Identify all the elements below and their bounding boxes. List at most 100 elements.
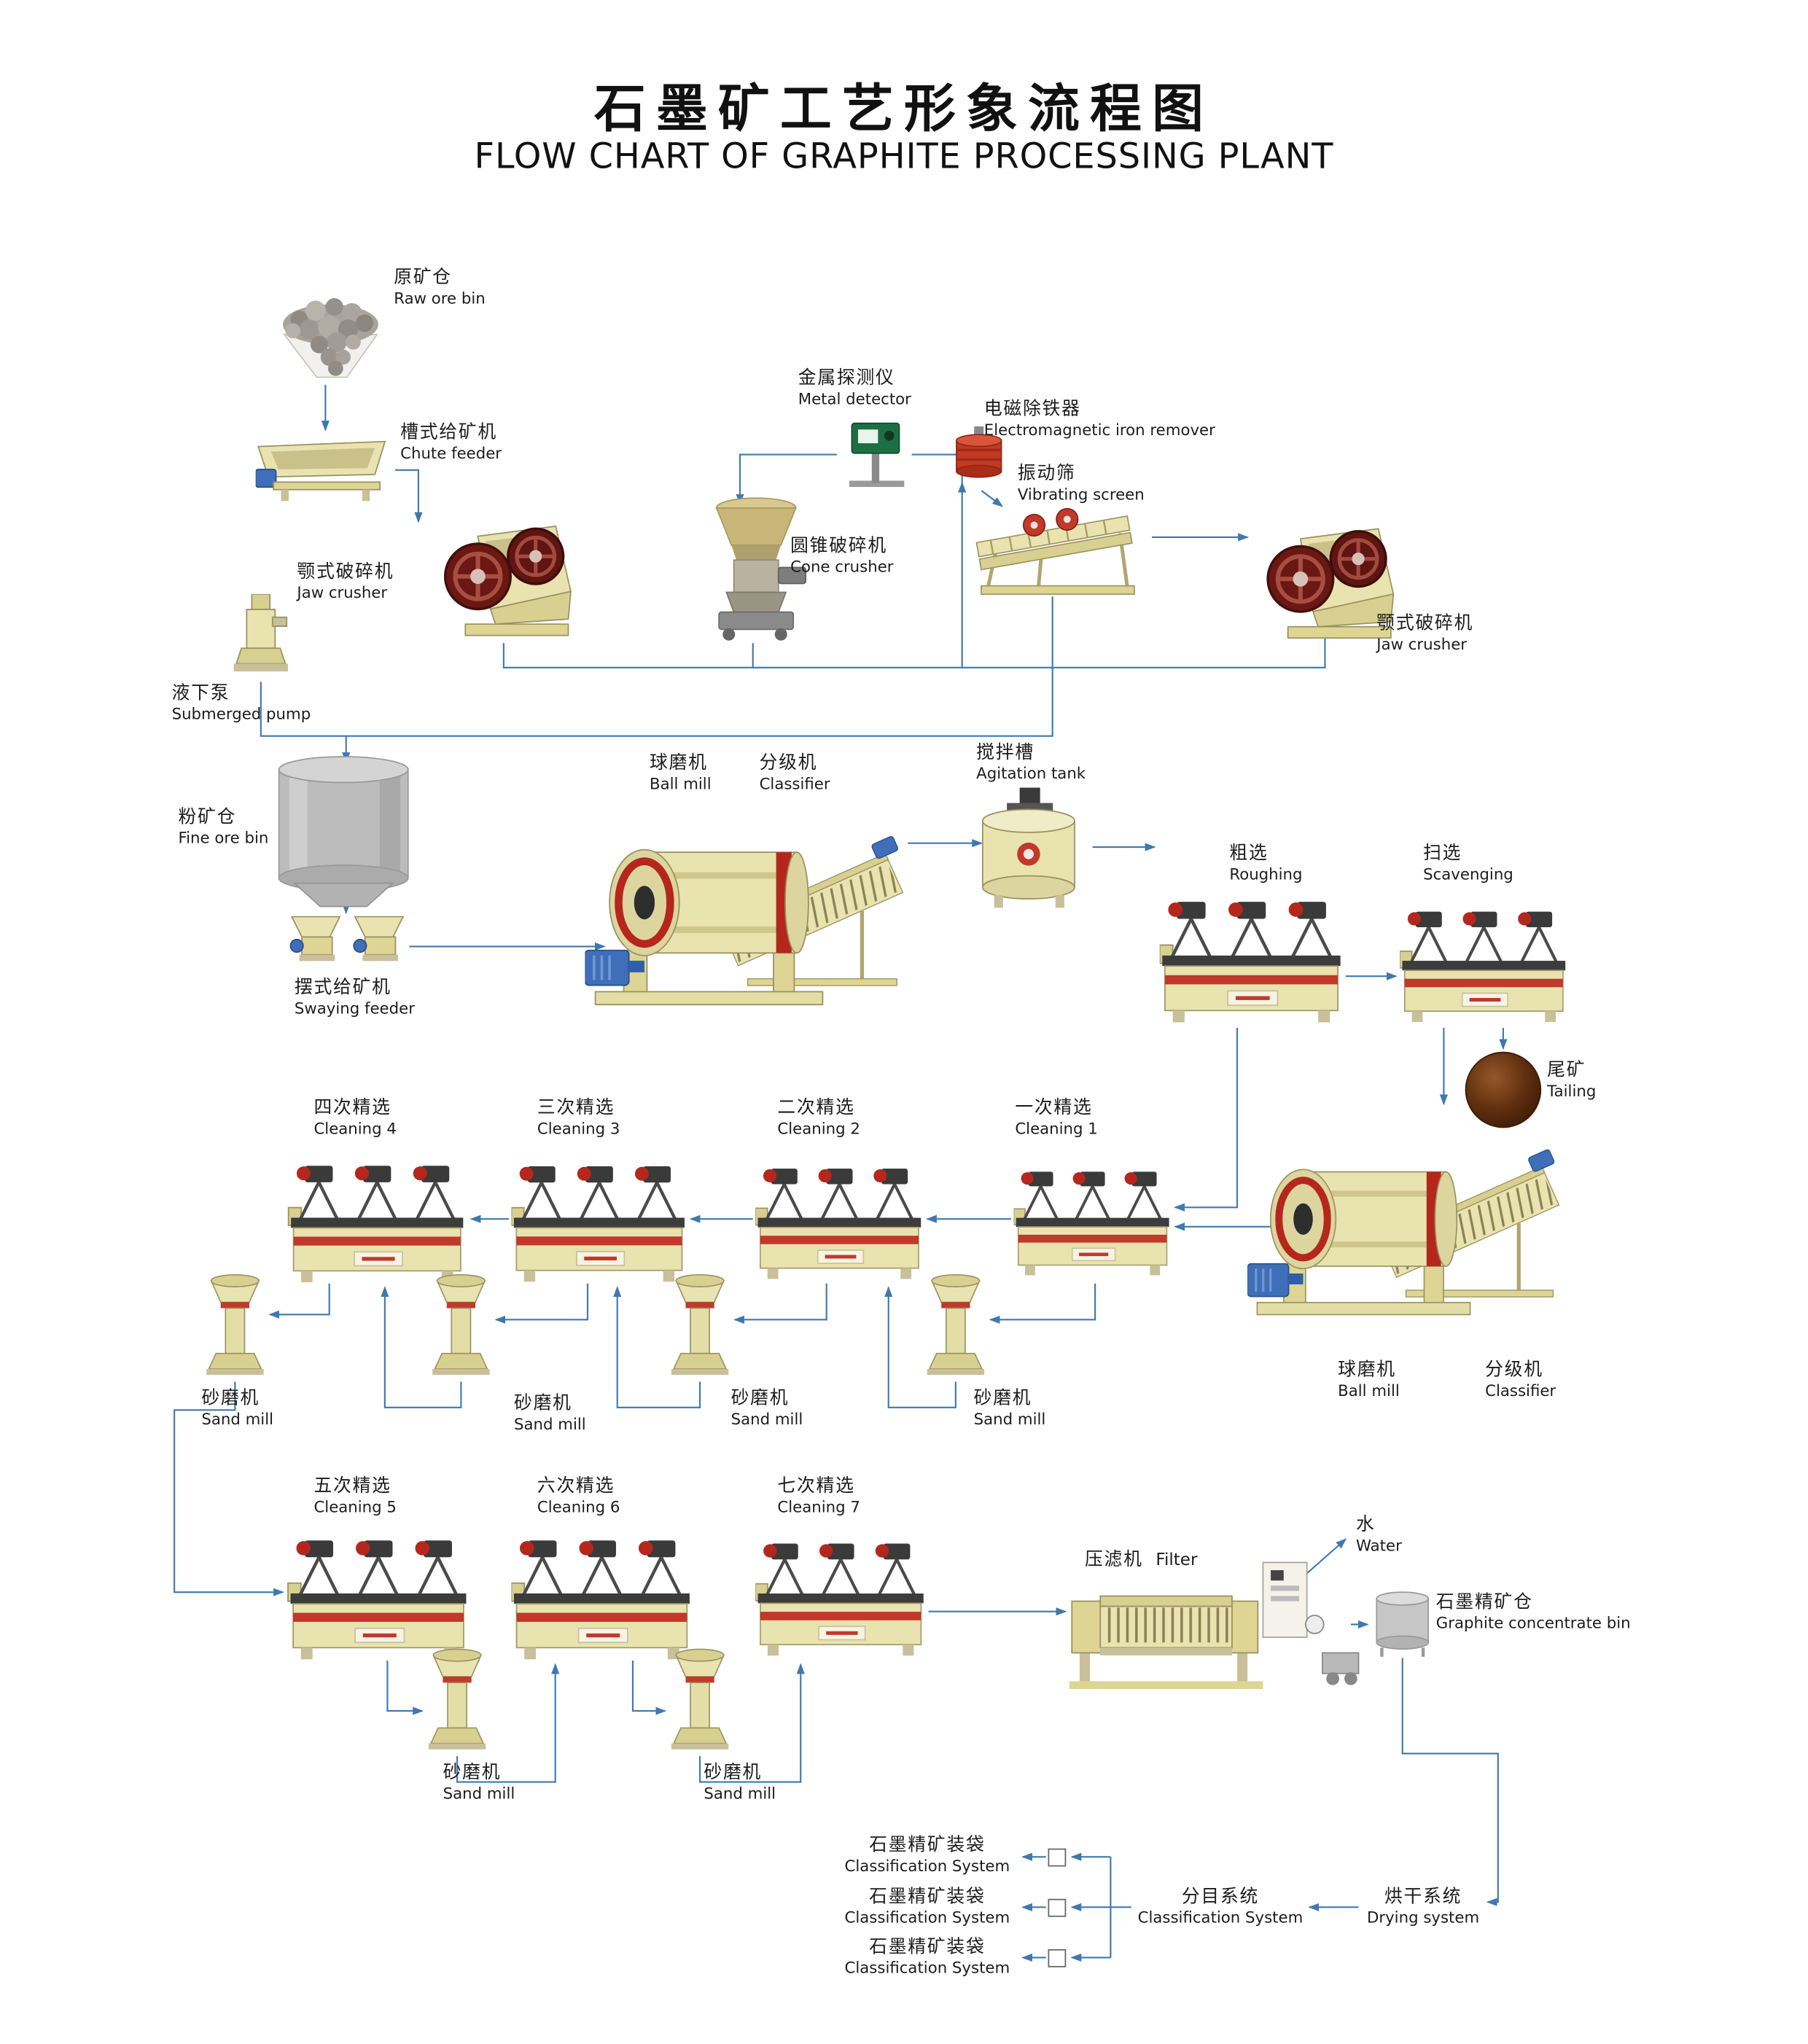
label-cleaning-1-en: Cleaning 1 [1015, 1120, 1098, 1138]
label-sand-mill-1: 砂磨机 Sand mill [201, 1386, 273, 1430]
label-classifier-2-zh: 分级机 [1485, 1360, 1543, 1381]
machine-chute-feeder [255, 440, 386, 502]
label-fine-ore-bin-en: Fine ore bin [178, 829, 269, 848]
label-swaying-feeder-en: Swaying feeder [294, 999, 415, 1018]
label-sand-mill-2: 砂磨机 Sand mill [514, 1392, 586, 1436]
machine-swaying-feeder [289, 916, 404, 962]
machine-sand-mill-3 [670, 1273, 730, 1376]
machine-sand-mill-4 [926, 1273, 985, 1376]
label-cleaning-6-en: Cleaning 6 [537, 1498, 620, 1516]
flow-line [1174, 1028, 1239, 1212]
page-title: 石墨矿工艺形象流程图 [593, 79, 1215, 140]
machine-sand-mill-5 [427, 1648, 487, 1750]
machine-fine-ore-bin [278, 756, 409, 908]
label-drying-system-zh: 烘干系统 [1384, 1887, 1462, 1908]
label-swaying-feeder-zh: 摆式给矿机 [294, 977, 391, 999]
label-classifier-2: 分级机 Classifier [1485, 1359, 1556, 1403]
label-cleaning-5-zh: 五次精选 [313, 1475, 391, 1497]
label-drying-system: 烘干系统 Drying system [1367, 1885, 1479, 1929]
flow-line [981, 490, 1004, 507]
label-jaw-crusher-2-zh: 颚式破碎机 [1376, 613, 1474, 634]
flow-line [502, 481, 967, 668]
label-chute-feeder-zh: 槽式给矿机 [400, 422, 497, 443]
label-bagging-3: 石墨精矿装袋 Classification System [845, 1935, 1010, 1979]
label-vibrating-screen-en: Vibrating screen [1017, 485, 1145, 504]
label-cleaning-1-zh: 一次精选 [1015, 1097, 1093, 1119]
label-scavenging: 扫选 Scavenging [1423, 842, 1513, 886]
machine-cleaning-6-flotation [511, 1540, 689, 1659]
label-cleaning-5-en: Cleaning 5 [313, 1498, 397, 1516]
label-ball-mill-2: 球磨机 Ball mill [1338, 1359, 1400, 1403]
label-cleaning-3-en: Cleaning 3 [537, 1120, 620, 1138]
label-bagging-2: 石墨精矿装袋 Classification System [845, 1885, 1010, 1929]
label-roughing: 粗选 Roughing [1229, 842, 1302, 886]
flow-line [174, 1381, 284, 1596]
label-bagging-2-en: Classification System [844, 1908, 1010, 1927]
label-cleaning-4-en: Cleaning 4 [313, 1120, 397, 1138]
label-water-en: Water [1355, 1537, 1402, 1556]
label-classifier-1: 分级机 Classifier [760, 752, 830, 795]
machine-cleaning-5-flotation [288, 1540, 466, 1659]
machine-cleaning-4-flotation [289, 1166, 464, 1282]
flow-line [494, 1283, 589, 1324]
label-cleaning-7-en: Cleaning 7 [777, 1498, 860, 1516]
label-cleaning-7: 七次精选 Cleaning 7 [777, 1475, 860, 1518]
label-sand-mill-4-en: Sand mill [973, 1410, 1046, 1429]
label-metal-detector: 金属探测仪 Metal detector [798, 367, 911, 410]
label-sand-mill-5-en: Sand mill [443, 1784, 515, 1803]
machine-ball-mill-2 [1247, 1169, 1470, 1314]
label-roughing-zh: 粗选 [1229, 843, 1269, 865]
machine-jaw-crusher-2 [1268, 528, 1393, 638]
label-vibrating-screen: 振动筛 Vibrating screen [1018, 462, 1145, 506]
label-bagging-3-zh: 石墨精矿装袋 [869, 1937, 986, 1958]
label-iron-remover: 电磁除铁器 Electromagnetic iron remover [984, 398, 1215, 442]
machine-cleaning-2-flotation [755, 1169, 921, 1279]
label-sand-mill-5: 砂磨机 Sand mill [443, 1761, 515, 1805]
label-chute-feeder: 槽式给矿机 Chute feeder [400, 421, 502, 464]
label-fine-ore-bin: 粉矿仓 Fine ore bin [178, 805, 268, 849]
label-cleaning-6-zh: 六次精选 [537, 1475, 615, 1497]
machine-submerged-pump [233, 593, 289, 673]
tailing-ball [1465, 1051, 1542, 1128]
flow-line [268, 1283, 330, 1319]
label-fine-ore-bin-zh: 粉矿仓 [178, 807, 237, 828]
label-agitation-tank-en: Agitation tank [976, 765, 1086, 783]
label-sand-mill-1-en: Sand mill [201, 1410, 274, 1429]
label-concentrate-bin-en: Graphite concentrate bin [1435, 1614, 1631, 1633]
label-tailing: 尾矿 Tailing [1547, 1059, 1596, 1103]
flow-line [989, 1283, 1096, 1324]
label-ball-mill-1-zh: 球磨机 [650, 752, 708, 774]
machine-sand-mill-6 [670, 1648, 730, 1750]
label-agitation-tank: 搅拌槽 Agitation tank [976, 741, 1086, 785]
flow-line [736, 453, 837, 505]
label-bagging-2-zh: 石墨精矿装袋 [869, 1887, 986, 1908]
label-sand-mill-3-en: Sand mill [730, 1410, 803, 1429]
label-submerged-pump: 液下泵 Submerged pump [172, 682, 311, 725]
label-sand-mill-3-zh: 砂磨机 [730, 1388, 790, 1409]
flow-line [381, 1286, 462, 1408]
flow-line [1301, 1538, 1347, 1579]
label-classification-system-zh: 分目系统 [1181, 1887, 1260, 1908]
machine-sand-mill-2 [432, 1273, 491, 1376]
label-jaw-crusher-1-zh: 颚式破碎机 [297, 561, 394, 582]
label-cone-crusher: 圆锥破碎机 Cone crusher [790, 534, 893, 578]
flow-line [395, 469, 423, 523]
label-bagging-1-zh: 石墨精矿装袋 [869, 1835, 986, 1856]
label-jaw-crusher-1-en: Jaw crusher [297, 584, 388, 602]
label-cleaning-3: 三次精选 Cleaning 3 [537, 1096, 620, 1140]
label-classification-system: 分目系统 Classification System [1138, 1885, 1304, 1929]
label-bagging-1-en: Classification System [844, 1857, 1010, 1876]
label-sand-mill-6-en: Sand mill [704, 1784, 776, 1803]
flow-line [631, 1661, 667, 1715]
machine-cleaning-7-flotation [755, 1544, 923, 1656]
label-raw-ore-bin: 原矿仓 Raw ore bin [394, 266, 485, 310]
label-sand-mill-6: 砂磨机 Sand mill [704, 1761, 776, 1805]
label-ball-mill-2-zh: 球磨机 [1338, 1360, 1396, 1381]
label-cone-crusher-zh: 圆锥破碎机 [790, 536, 887, 557]
bag-icon-2 [1048, 1898, 1067, 1917]
label-classifier-1-zh: 分级机 [759, 752, 818, 774]
label-iron-remover-en: Electromagnetic iron remover [983, 421, 1215, 440]
label-bagging-1: 石墨精矿装袋 Classification System [845, 1833, 1010, 1877]
label-cleaning-4-zh: 四次精选 [313, 1097, 391, 1119]
